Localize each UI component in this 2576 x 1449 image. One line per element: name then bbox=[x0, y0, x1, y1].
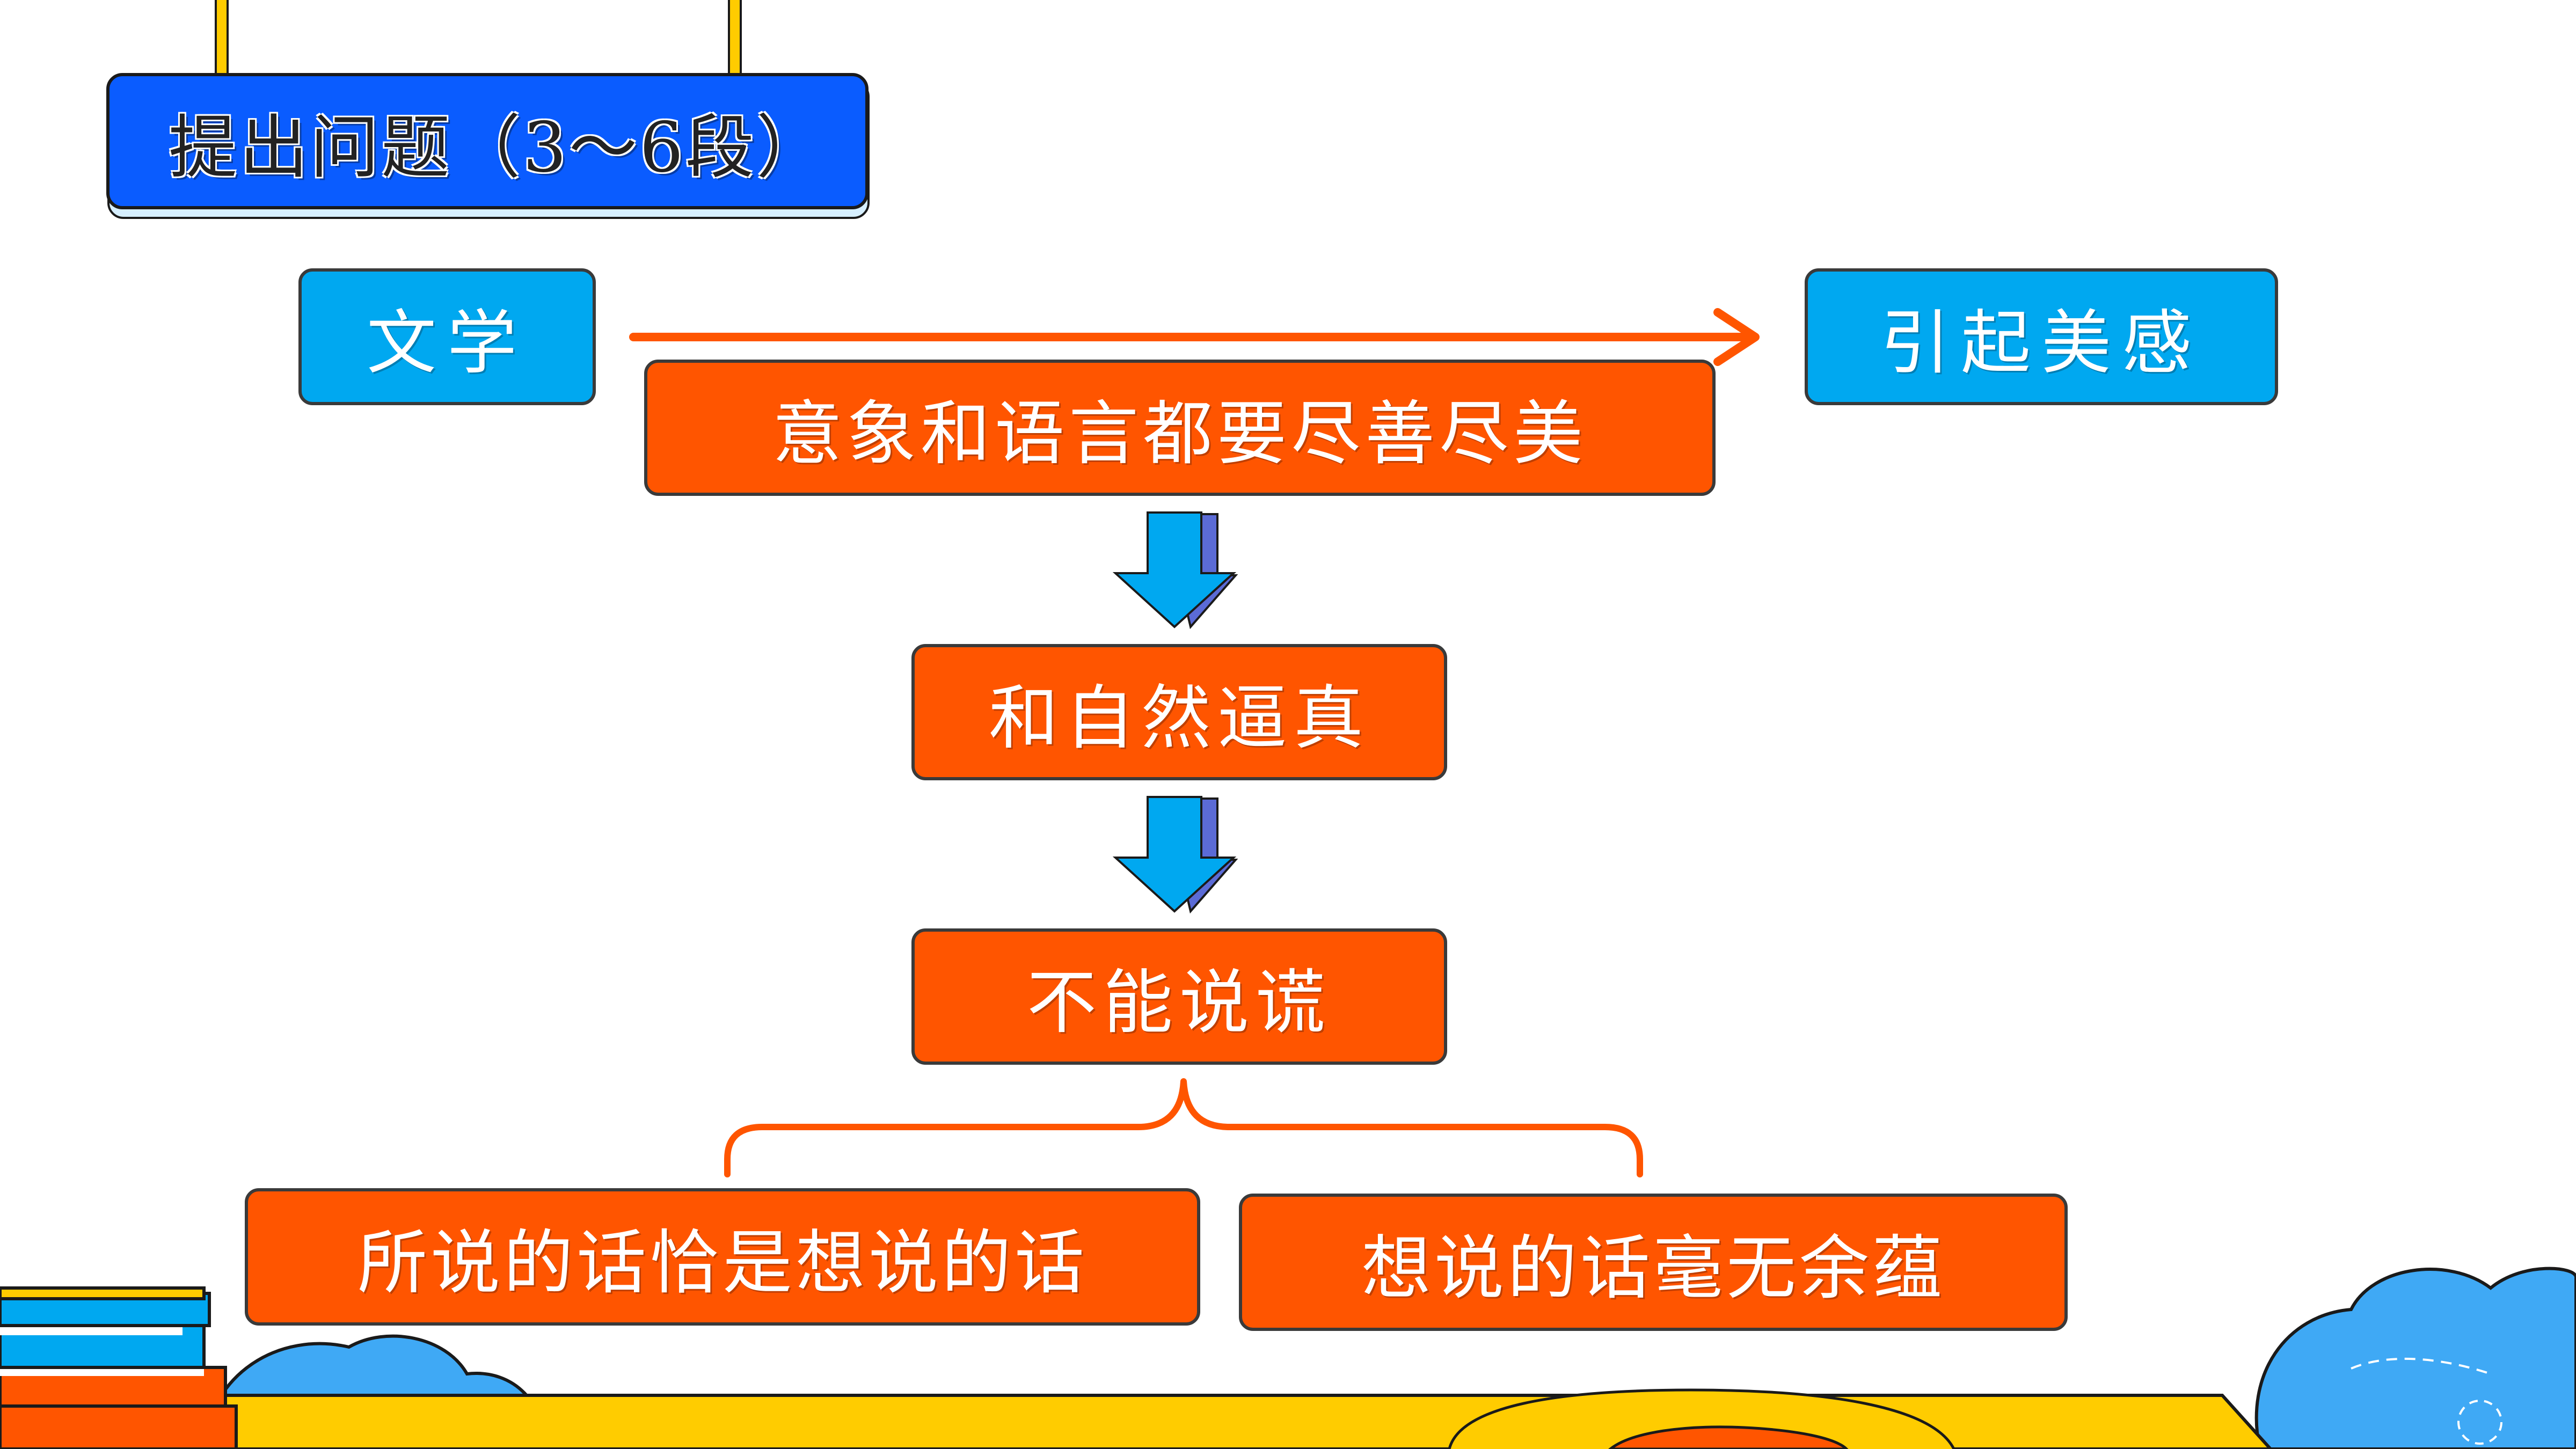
node-right-branch: 想说的话毫无余蕴 bbox=[1239, 1194, 2068, 1331]
node-beauty-label: 引起美感 bbox=[1880, 302, 2202, 384]
node-no-lies-label: 不能说谎 bbox=[1026, 962, 1332, 1043]
node-literature: 文学 bbox=[298, 268, 596, 405]
node-natural: 和自然逼真 bbox=[911, 644, 1447, 780]
node-left-branch-label: 所说的话恰是想说的话 bbox=[357, 1222, 1088, 1304]
cloud-decoration-right bbox=[2254, 1267, 2576, 1449]
hanging-string-right bbox=[728, 0, 742, 80]
literature-to-beauty-arrowhead bbox=[1713, 308, 1760, 366]
node-perfect-label: 意象和语言都要尽善尽美 bbox=[772, 393, 1587, 474]
node-perfect: 意象和语言都要尽善尽美 bbox=[644, 360, 1716, 496]
node-literature-label: 文学 bbox=[366, 302, 528, 384]
down-arrow-1 bbox=[1112, 511, 1238, 630]
page-title: 提出问题（3～6段） bbox=[169, 107, 827, 188]
node-right-branch-label: 想说的话毫无余蕴 bbox=[1361, 1227, 1945, 1309]
node-left-branch: 所说的话恰是想说的话 bbox=[245, 1188, 1200, 1326]
hanging-string-left bbox=[215, 0, 229, 80]
book-stack-decoration bbox=[0, 1286, 238, 1449]
node-beauty: 引起美感 bbox=[1805, 268, 2278, 405]
branch-brace bbox=[724, 1078, 1643, 1177]
node-no-lies: 不能说谎 bbox=[911, 928, 1447, 1065]
node-natural-label: 和自然逼真 bbox=[988, 677, 1370, 759]
down-arrow-2 bbox=[1112, 796, 1238, 914]
title-plaque: 提出问题（3～6段） bbox=[106, 73, 869, 209]
